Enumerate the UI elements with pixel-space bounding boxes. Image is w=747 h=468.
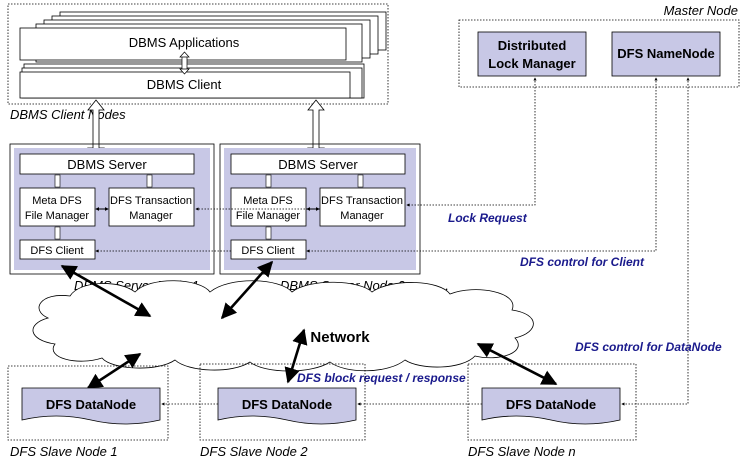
dbms-client-nodes-caption: DBMS Client Nodes	[10, 107, 126, 122]
server-node-1	[9, 143, 215, 275]
server-2-dfs-client-label: DFS Client	[241, 245, 294, 257]
dbms-client-label: DBMS Client	[147, 77, 222, 92]
server-2-meta-line-2: File Manager	[236, 210, 301, 222]
server-1-dfs-client-label: DFS Client	[30, 245, 83, 257]
slave-node-n	[467, 363, 637, 441]
lock-manager-line-1: Distributed	[498, 38, 567, 53]
dbms-applications-label: DBMS Applications	[129, 35, 240, 50]
slave-node-n-caption: DFS Slave Node n	[468, 444, 576, 459]
dfs-control-client-label: DFS control for Client	[520, 255, 645, 269]
lock-request-label: Lock Request	[448, 211, 528, 225]
network-cloud	[32, 280, 534, 372]
server-1-label: DBMS Server	[67, 157, 147, 172]
server-1-meta-line-2: File Manager	[25, 210, 90, 222]
server2-network-arrow	[220, 260, 274, 320]
server-1-txn-line-1: DFS Transaction	[110, 195, 192, 207]
slave-node-1-caption: DFS Slave Node 1	[10, 444, 118, 459]
dfs-control-datanode-label: DFS control for DataNode	[575, 340, 722, 354]
dfs-control-datanode-link	[621, 77, 690, 406]
server-2-txn-line-1: DFS Transaction	[321, 195, 403, 207]
network-slave1-arrow	[86, 352, 142, 390]
server-2-meta-line-1: Meta DFS	[243, 195, 293, 207]
slave-node-1	[7, 365, 169, 441]
network-label: Network	[310, 329, 370, 346]
network-slave2-arrow	[284, 328, 308, 384]
namenode-label: DFS NameNode	[617, 46, 715, 61]
server-1-txn-line-2: Manager	[129, 210, 173, 222]
master-node-caption: Master Node	[664, 3, 738, 18]
slave-2-datanode-label: DFS DataNode	[242, 397, 332, 412]
master-node	[458, 19, 740, 88]
lock-manager-line-2: Lock Manager	[488, 56, 575, 71]
lock-request-link	[406, 77, 537, 207]
slave-1-datanode-label: DFS DataNode	[46, 397, 136, 412]
server-1-meta-line-1: Meta DFS	[32, 195, 82, 207]
server1-network-arrow	[60, 264, 152, 318]
slave-n-datanode-label: DFS DataNode	[506, 397, 596, 412]
server-2-label: DBMS Server	[278, 157, 358, 172]
server-2-txn-line-2: Manager	[340, 210, 384, 222]
slave-node-2-caption: DFS Slave Node 2	[200, 444, 308, 459]
slave-node-2	[199, 363, 366, 441]
block-request-label: DFS block request / response	[297, 371, 466, 385]
dbms-client-nodes: DBMS Applications DBMS Client	[7, 3, 389, 105]
apps-client-connector-icon	[179, 51, 190, 75]
